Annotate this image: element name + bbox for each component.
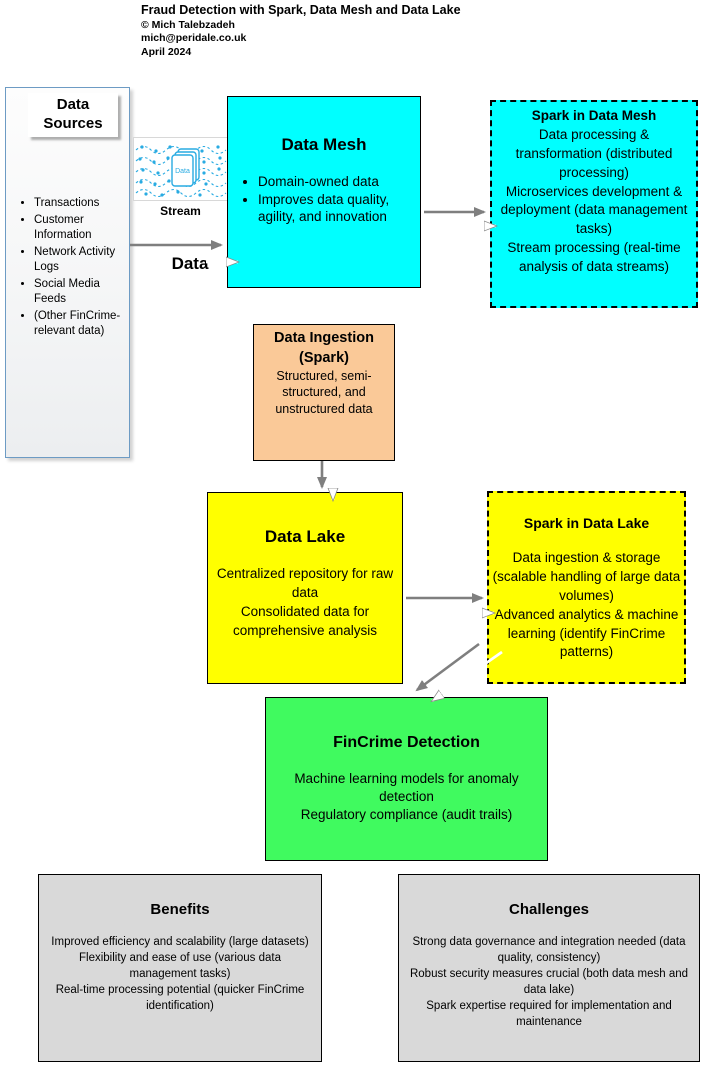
fincrime-detection-box: FinCrime Detection Machine learning mode… xyxy=(265,697,548,861)
data-stream-icon: Data xyxy=(133,137,228,201)
body-item: Spark expertise required for implementat… xyxy=(426,1000,672,1029)
data-lake-box: Data Lake Centralized repository for raw… xyxy=(207,492,403,684)
list-item: Transactions xyxy=(34,196,125,212)
data-ingestion-body: Structured, semi-structured, and unstruc… xyxy=(275,369,373,416)
body-item: Microservices development & deployment (… xyxy=(500,183,688,237)
arrow-spark-lake-to-fincrime xyxy=(415,642,480,692)
date-line: April 2024 xyxy=(141,46,192,59)
fincrime-detection-title: FinCrime Detection xyxy=(333,734,480,751)
body-item: Strong data governance and integration n… xyxy=(412,936,686,965)
spark-in-data-mesh-title: Spark in Data Mesh xyxy=(531,108,657,123)
data-sources-list: Transactions Customer Information Networ… xyxy=(6,196,129,341)
benefits-box: Benefits Improved efficiency and scalabi… xyxy=(38,874,322,1062)
header: Fraud Detection with Spark, Data Mesh an… xyxy=(141,2,461,60)
data-ingestion-box: Data Ingestion (Spark) Structured, semi-… xyxy=(253,324,395,461)
body-item: Advanced analytics & machine learning (i… xyxy=(494,606,679,660)
list-item: Network Activity Logs xyxy=(34,245,125,276)
data-ingestion-title: Data Ingestion (Spark) xyxy=(274,330,374,366)
data-sources-box: Data Sources Transactions Customer Infor… xyxy=(5,87,130,458)
list-item: Customer Information xyxy=(34,213,125,244)
list-item: (Other FinCrime-relevant data) xyxy=(34,309,125,340)
body-item: Robust security measures crucial (both d… xyxy=(409,968,689,997)
challenges-box: Challenges Strong data governance and in… xyxy=(398,874,700,1062)
body-item: Machine learning models for anomaly dete… xyxy=(294,771,519,805)
email-line: mich@peridale.co.uk xyxy=(141,32,247,45)
body-item: Real-time processing potential (quicker … xyxy=(55,984,305,1013)
spark-in-data-lake-title: Spark in Data Lake xyxy=(523,515,650,531)
body-item: Centralized repository for raw data xyxy=(216,566,394,600)
body-item: Data ingestion & storage (scalable handl… xyxy=(492,550,681,603)
body-item: Regulatory compliance (audit trails) xyxy=(300,807,513,823)
benefits-title: Benefits xyxy=(150,901,210,918)
data-sources-title: Data Sources xyxy=(28,93,118,137)
data-pages-icon: Data xyxy=(171,148,200,187)
spark-in-data-mesh-box: Spark in Data Mesh Data processing & tra… xyxy=(490,100,698,308)
list-item: Social Media Feeds xyxy=(34,277,125,308)
data-lake-title: Data Lake xyxy=(264,527,346,546)
body-item: Flexibility and ease of use (various dat… xyxy=(79,952,281,981)
list-item: Improves data quality, agility, and inno… xyxy=(258,191,416,226)
stream-waves-icon: Data xyxy=(135,145,227,198)
data-mesh-box: Data Mesh Domain-owned data Improves dat… xyxy=(227,96,421,288)
body-item: Stream processing (real-time analysis of… xyxy=(507,240,681,275)
data-flow-label: Data xyxy=(171,254,209,273)
svg-text:Data: Data xyxy=(175,168,190,175)
challenges-title: Challenges xyxy=(508,901,590,918)
page-title: Fraud Detection with Spark, Data Mesh an… xyxy=(141,3,461,17)
body-item: Consolidated data for comprehensive anal… xyxy=(232,603,378,638)
data-mesh-list: Domain-owned data Improves data quality,… xyxy=(228,173,420,226)
list-item: Domain-owned data xyxy=(258,173,416,191)
data-mesh-title: Data Mesh xyxy=(281,135,367,154)
copyright-line: © Mich Talebzadeh xyxy=(141,18,235,31)
body-item: Improved efficiency and scalability (lar… xyxy=(51,936,309,948)
stream-label: Stream xyxy=(160,204,201,218)
spark-in-data-lake-box: Spark in Data Lake Data ingestion & stor… xyxy=(487,491,686,684)
body-item: Data processing & transformation (distri… xyxy=(515,126,673,180)
